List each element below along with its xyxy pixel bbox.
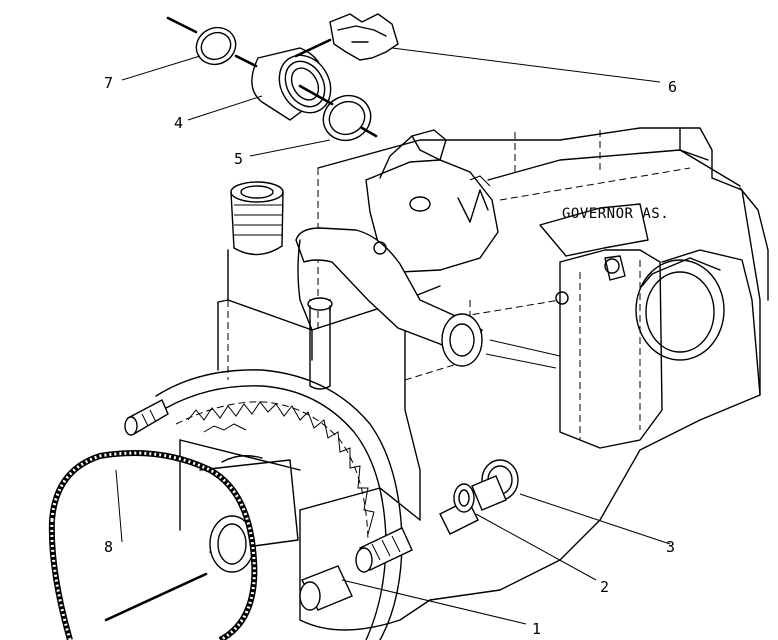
axis-line-mid <box>234 54 258 68</box>
drive-gear <box>155 369 403 640</box>
callout-3: 3 <box>666 538 675 556</box>
axis-line-start <box>166 16 198 34</box>
part-5-o-ring <box>322 94 372 142</box>
axis-line-end <box>360 126 378 138</box>
part-1-dowel <box>299 527 413 611</box>
upper-fitting <box>230 181 284 256</box>
leader-lines <box>115 47 671 625</box>
part-3-plug <box>471 459 519 511</box>
side-port <box>555 255 725 361</box>
governor-cap <box>365 129 499 273</box>
axis-line-inner <box>298 84 334 106</box>
bent-pipe <box>295 227 561 390</box>
part-7-o-ring <box>195 26 237 66</box>
governor-assembly-label: GOVERNOR AS. <box>562 206 669 222</box>
callout-4: 4 <box>174 114 183 132</box>
part-6-clip <box>329 13 399 61</box>
callout-1: 1 <box>532 620 541 638</box>
left-stud <box>124 399 169 436</box>
callout-2: 2 <box>600 578 609 596</box>
shaft-hub <box>104 515 255 622</box>
callout-6: 6 <box>668 78 677 96</box>
part-2-washer <box>439 483 479 535</box>
callout-5: 5 <box>234 150 243 168</box>
shaft-line <box>104 572 208 622</box>
axis-line-clip <box>294 38 332 58</box>
callout-8: 8 <box>104 538 113 556</box>
callout-7: 7 <box>104 74 113 92</box>
front-face <box>179 439 431 631</box>
part-4-sleeve <box>251 47 332 121</box>
part-8-gasket <box>48 450 258 640</box>
